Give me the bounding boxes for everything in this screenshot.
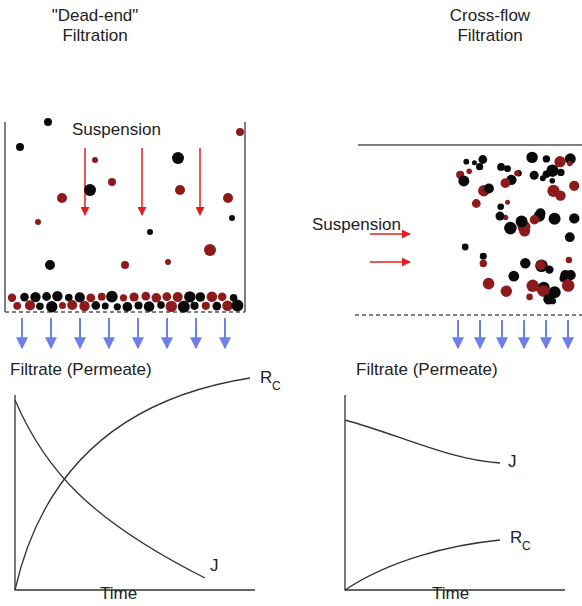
cross-flow-graph bbox=[345, 395, 565, 590]
axis-curve-label: R bbox=[510, 528, 522, 548]
axis-title: Time bbox=[432, 584, 469, 604]
axis-curve-label: J bbox=[210, 556, 219, 576]
axis-curve-subscript: C bbox=[522, 540, 531, 554]
filtrate-label: Filtrate (Permeate) bbox=[356, 360, 498, 380]
axis-curve-label: R bbox=[260, 368, 272, 388]
axis-curve-label: J bbox=[508, 452, 517, 472]
panel-title: Cross-flow Filtration bbox=[430, 6, 550, 45]
dead-end-graph bbox=[15, 378, 255, 590]
flow-arrows bbox=[85, 148, 410, 262]
flow-label: Suspension bbox=[312, 215, 401, 235]
permeate-arrows bbox=[22, 318, 568, 348]
filtrate-label: Filtrate (Permeate) bbox=[10, 360, 152, 380]
panel-title: "Dead-end" Filtration bbox=[40, 6, 150, 45]
axis-title: Time bbox=[100, 584, 137, 604]
particles bbox=[8, 118, 580, 313]
flow-label: Suspension bbox=[72, 120, 161, 140]
axis-curve-subscript: C bbox=[272, 380, 281, 394]
dead-end-vessel bbox=[5, 122, 245, 312]
